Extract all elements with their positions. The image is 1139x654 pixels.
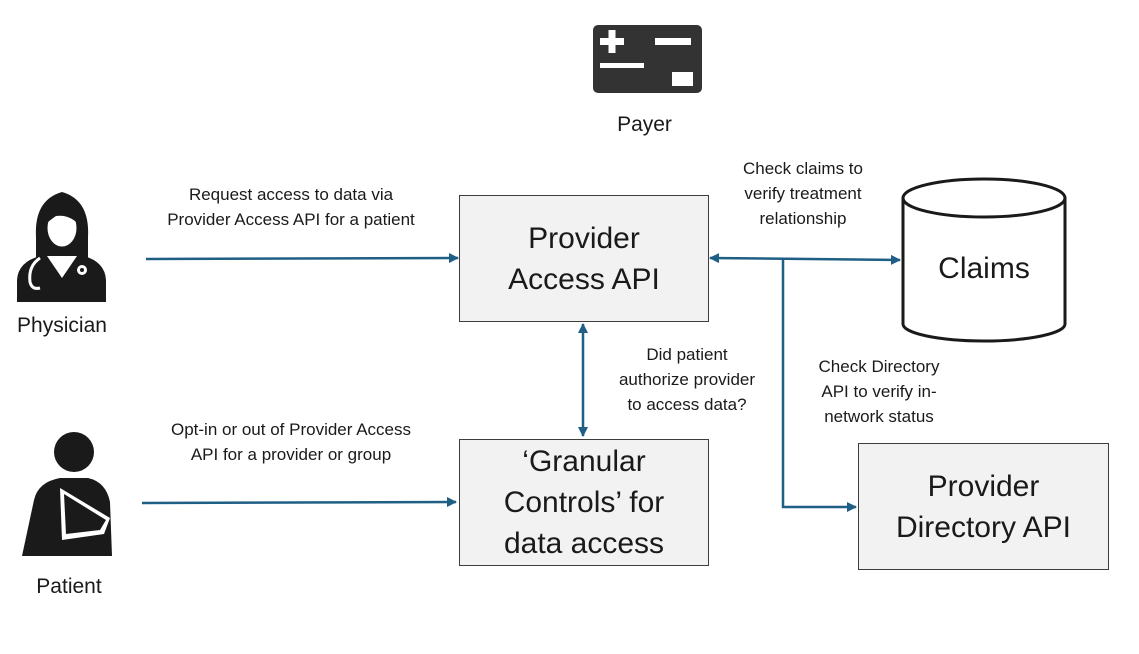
directory-check-line-1: Check Directory — [818, 357, 940, 376]
provider-access-api-line-2: Access API — [508, 262, 660, 296]
provider-directory-api-line-2: Directory API — [895, 510, 1072, 544]
provider-access-api-line-1: Provider — [528, 221, 640, 255]
provider-directory-api-line-1: Provider — [927, 469, 1040, 503]
claims-database-icon — [901, 177, 1067, 343]
payer-label: Payer — [617, 113, 672, 136]
patient-icon — [22, 432, 112, 556]
claims-check-annotation: Check claims to verify treatment relatio… — [718, 156, 888, 231]
patient-opt-annotation: Opt-in or out of Provider Access API for… — [138, 417, 444, 467]
authorization-check-annotation: Did patient authorize provider to access… — [596, 342, 778, 417]
provider-access-api-box: Provider Access API — [459, 195, 709, 322]
granular-controls-line-2: Controls’ for — [503, 486, 665, 519]
patient-opt-line-1: Opt-in or out of Provider Access — [171, 420, 411, 439]
claims-check-line-1: Check claims to — [743, 159, 863, 178]
granular-controls-line-3: data access — [503, 527, 665, 560]
provider-directory-api-box: Provider Directory API — [858, 443, 1109, 570]
granular-controls-box: ‘Granular Controls’ for data access — [459, 439, 709, 566]
authorization-check-line-2: authorize provider — [618, 370, 756, 389]
physician-request-annotation: Request access to data via Provider Acce… — [138, 182, 444, 232]
arrow-physician-to-access-api — [145, 253, 459, 264]
directory-check-line-2: API to verify in- — [821, 382, 937, 401]
directory-check-line-3: network status — [824, 407, 934, 426]
physician-icon — [17, 192, 106, 302]
granular-controls-line-1: ‘Granular — [522, 445, 646, 478]
patient-label: Patient — [36, 575, 102, 598]
physician-request-line-1: Request access to data via — [188, 185, 394, 204]
physician-request-line-2: Provider Access API for a patient — [167, 210, 415, 229]
authorization-check-line-1: Did patient — [646, 345, 728, 364]
authorization-check-line-3: to access data? — [627, 395, 747, 414]
patient-opt-line-2: API for a provider or group — [190, 445, 392, 464]
payer-card-icon — [593, 25, 702, 93]
claims-check-line-3: relationship — [759, 209, 847, 228]
arrow-patient-to-granular-controls — [141, 497, 457, 508]
physician-label: Physician — [17, 314, 107, 337]
arrow-access-api-claims — [709, 253, 901, 265]
claims-label: Claims — [938, 252, 1030, 285]
directory-check-annotation: Check Directory API to verify in- networ… — [792, 354, 966, 429]
claims-check-line-2: verify treatment — [744, 184, 862, 203]
arrow-to-provider-directory — [781, 259, 857, 512]
